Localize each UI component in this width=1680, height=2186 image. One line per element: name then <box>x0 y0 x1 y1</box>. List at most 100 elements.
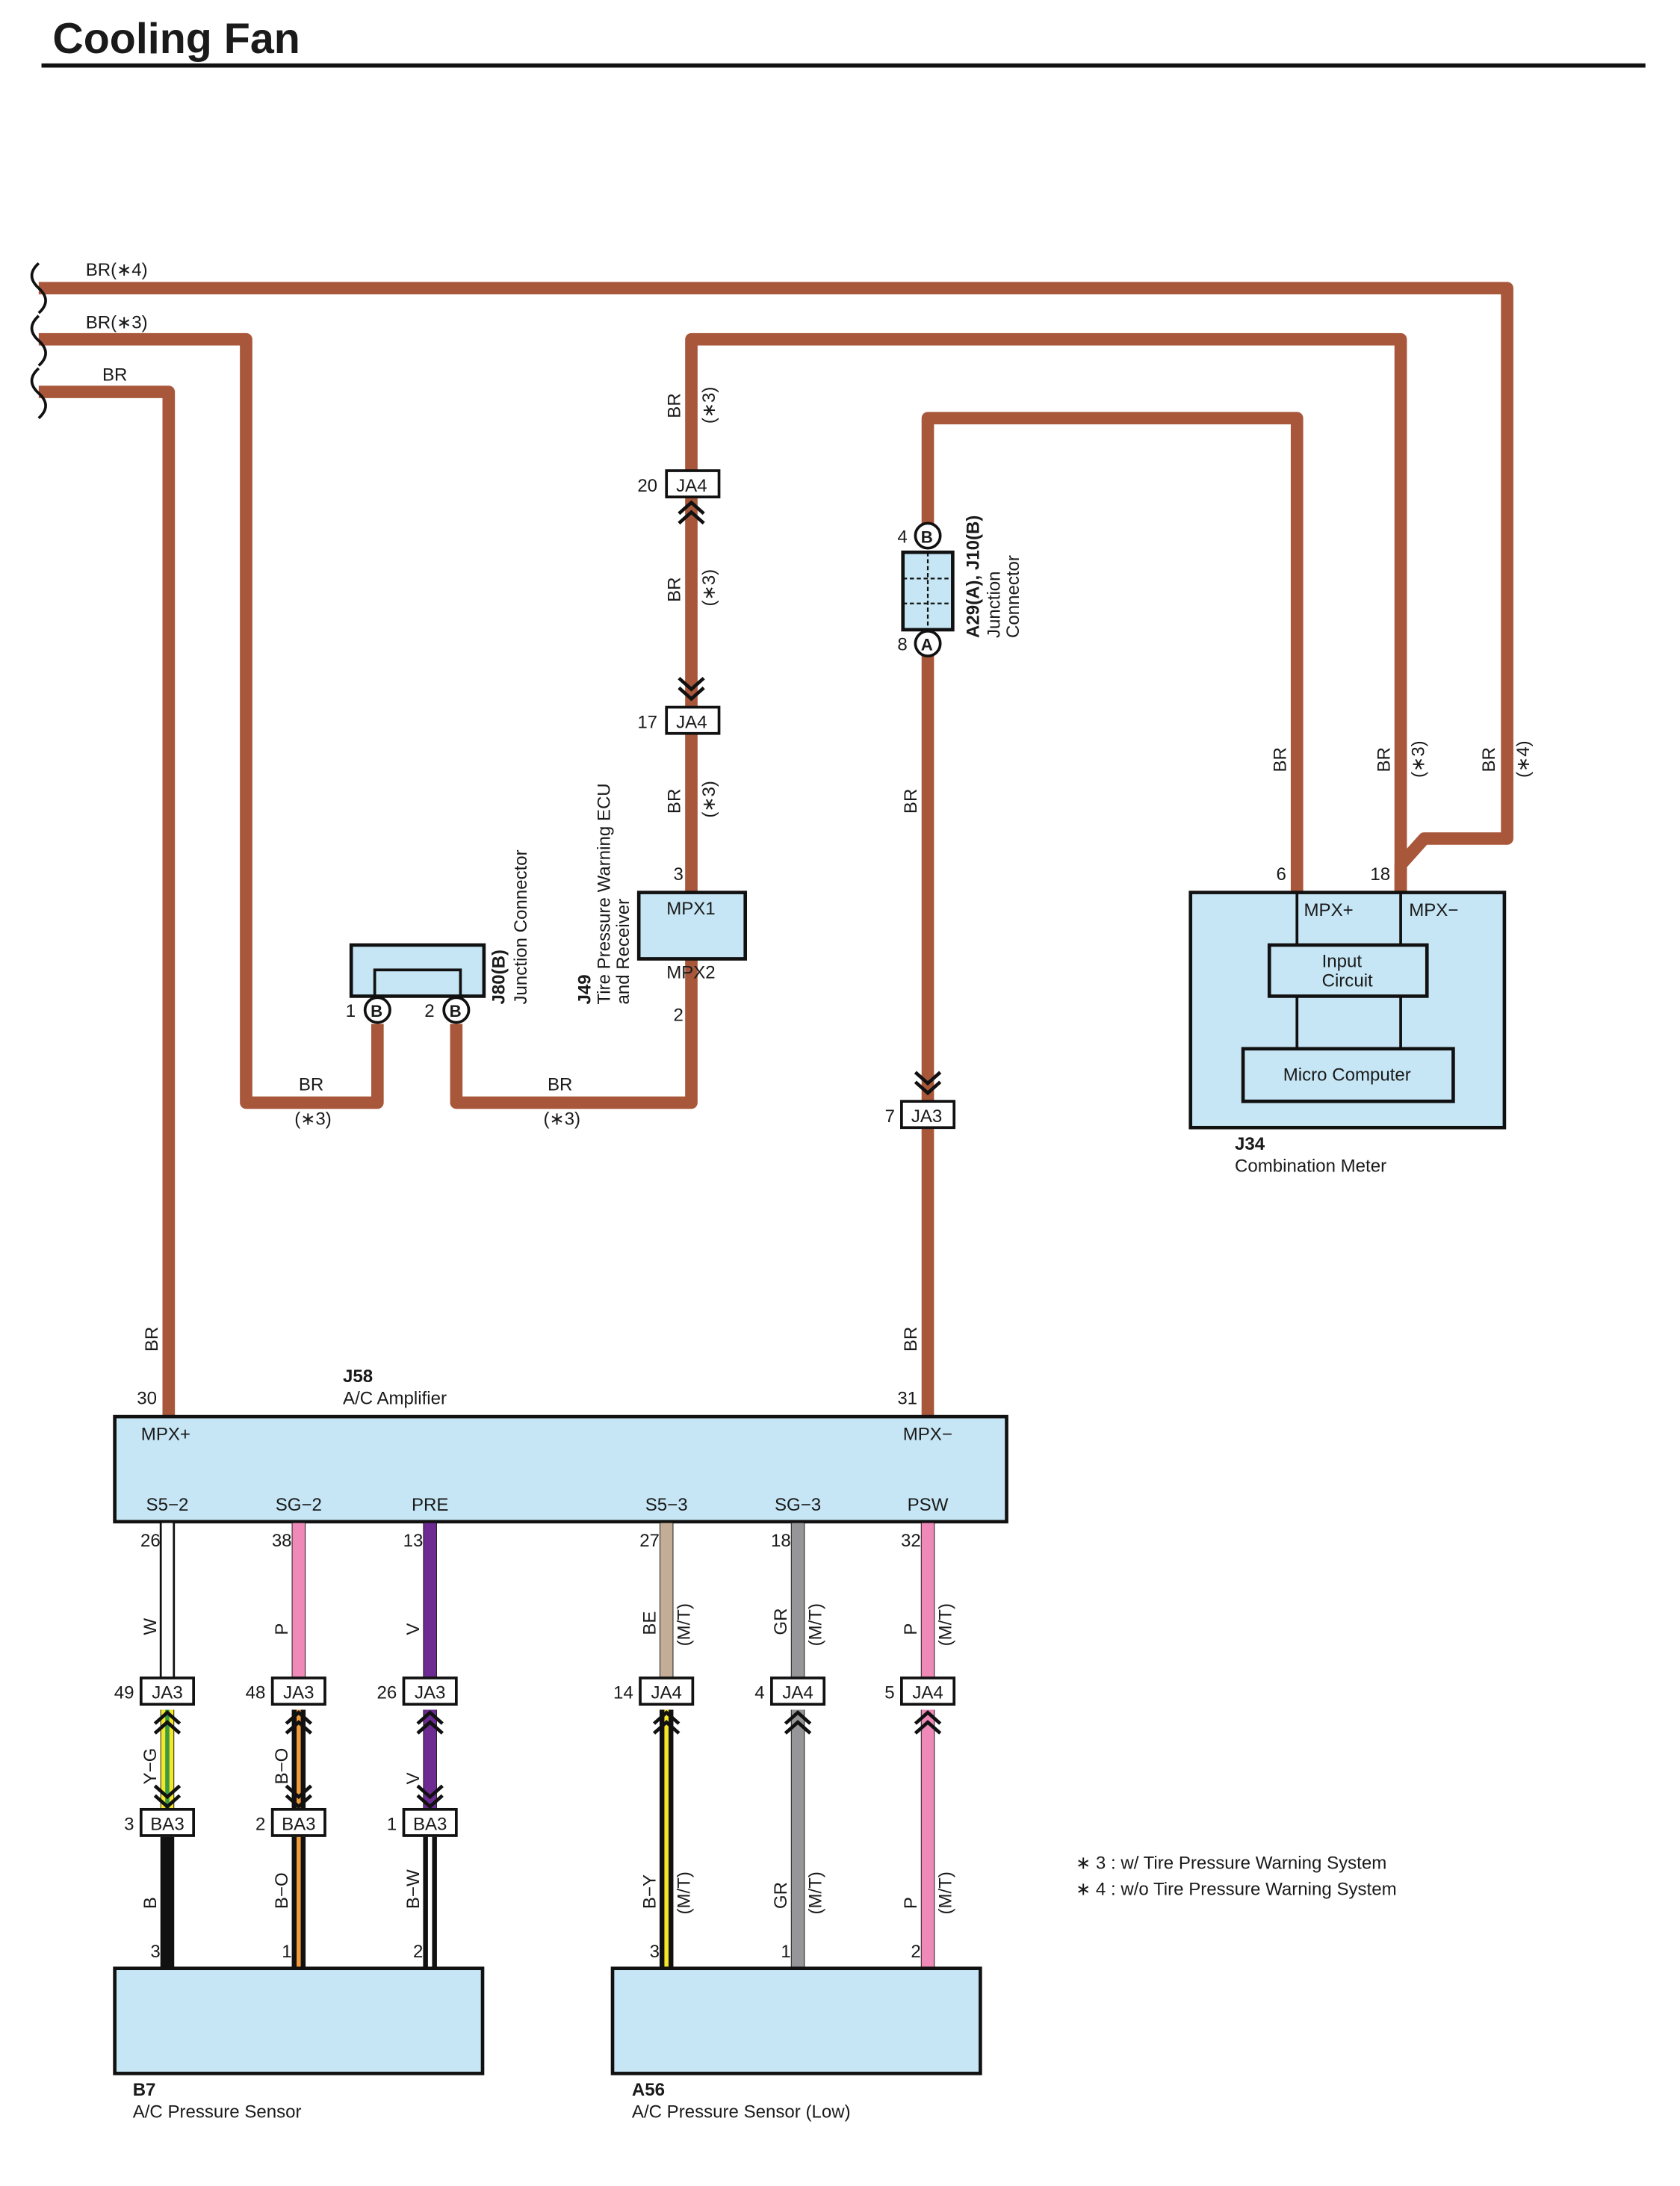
lower-connector-label: JA4 <box>651 1683 681 1703</box>
page-title: Cooling Fan <box>52 15 300 63</box>
wire-br-3 <box>38 332 384 1109</box>
ba3-connector-label: BA3 <box>150 1815 184 1835</box>
j58-term-pin: 13 <box>403 1531 424 1551</box>
a29-name-line2: Connector <box>1003 555 1023 638</box>
lower-connector-label: JA4 <box>912 1683 943 1703</box>
wire-lower-color: B <box>140 1897 161 1909</box>
ja3-mid-box <box>900 1100 956 1130</box>
wire-mid-color: B−O <box>272 1748 292 1785</box>
arrow-down <box>285 1784 313 1809</box>
j34-wire18-note: (∗3) <box>1409 740 1429 778</box>
j58-wire30: BR <box>142 1327 162 1351</box>
j58-term-pin: 18 <box>771 1531 791 1551</box>
j34-wire18: BR <box>1374 747 1394 772</box>
wire-upper-color: P <box>901 1623 921 1635</box>
ja4-upper-note-low: (∗3) <box>699 781 719 818</box>
wire-a56-color: P <box>901 1897 921 1909</box>
arrow-up <box>914 1710 942 1735</box>
wire-j49-j34 <box>685 332 1407 893</box>
wire-upper-color: BE <box>639 1611 660 1635</box>
ja4-upper-top-label: JA4 <box>676 476 707 496</box>
j58-term-label: SG−3 <box>775 1495 821 1515</box>
j58-name: A/C Amplifier <box>343 1388 447 1408</box>
br-wires <box>38 282 1513 1418</box>
j80-wire-right-note: (∗3) <box>543 1109 580 1130</box>
a29-pin-a: 8 <box>897 635 907 655</box>
wire-mid-color: Y−G <box>140 1748 161 1785</box>
wire-a56-note: (M/T) <box>806 1871 826 1914</box>
b7-term-pin: 1 <box>282 1942 291 1962</box>
wire-lower-color: B−W <box>403 1869 424 1909</box>
ja4-upper-note-mid: (∗3) <box>699 569 719 607</box>
j58-term-pin: 32 <box>901 1531 921 1551</box>
ja4-upper-wire-top: BR <box>665 393 685 418</box>
j34-input-circuit-box <box>1267 943 1429 998</box>
a56-term-pin: 1 <box>781 1942 790 1962</box>
wire-br <box>38 386 176 1418</box>
b7-box <box>113 1966 485 2075</box>
wire-break-marks <box>30 262 47 420</box>
j58-mpx-plus: MPX+ <box>141 1425 190 1445</box>
j58-term-pin: 38 <box>272 1531 292 1551</box>
ba3-connector-pin: 2 <box>255 1815 265 1835</box>
arrow-up <box>285 1710 313 1735</box>
b7-term-pin: 3 <box>150 1942 160 1962</box>
arrow-down <box>153 1784 182 1809</box>
ba3-connector-box <box>402 1807 458 1837</box>
ja4-upper-bottom-arrow <box>678 676 705 702</box>
ja4-upper-bottom-box <box>665 705 721 735</box>
wire-a56-note: (M/T) <box>936 1871 956 1914</box>
lower-connector-label: JA3 <box>415 1683 445 1703</box>
j80-wire-right: BR <box>548 1074 572 1094</box>
j80-pin1: 1 <box>346 1001 356 1021</box>
wire-br-4 <box>38 282 1513 893</box>
a56-name: A/C Pressure Sensor (Low) <box>632 2102 851 2122</box>
j49-pin2: 2 <box>673 1006 683 1026</box>
j49-box <box>636 891 748 961</box>
j34-name: Combination Meter <box>1235 1157 1386 1177</box>
a29-code: A29(A), J10(B) <box>964 515 984 638</box>
j49-name-line2: and Receiver <box>613 899 633 1005</box>
arrow-up <box>416 1710 444 1735</box>
j80-pin1-letter: B <box>371 1002 382 1021</box>
lower-connector-box <box>402 1676 458 1706</box>
b7-term-pin: 2 <box>413 1942 423 1962</box>
a56-term-pin: 3 <box>650 1942 660 1962</box>
ja4-upper-note-top: (∗3) <box>699 387 719 424</box>
wire-a29-j34 <box>921 412 1304 893</box>
arrow-up <box>652 1710 681 1735</box>
a56-code: A56 <box>632 2080 665 2100</box>
j49-mpx2: MPX2 <box>666 962 715 982</box>
j58-pin31: 31 <box>897 1388 917 1408</box>
j34-code: J34 <box>1235 1134 1265 1154</box>
a29-junction: B A 4 8 A29(A), J10(B) Junction Connecto… <box>897 515 1023 814</box>
a56-term-pin: 2 <box>911 1942 920 1962</box>
wire-upper-note: (M/T) <box>675 1603 695 1646</box>
lower-connector-pin: 14 <box>613 1683 633 1703</box>
wire-upper-color: V <box>403 1623 424 1635</box>
wire-a56-note: (M/T) <box>675 1871 695 1914</box>
lower-connector-label: JA3 <box>283 1683 314 1703</box>
j49-ecu: MPX1 MPX2 3 2 J49 Tire Pressure Warning … <box>574 783 748 1026</box>
lower-connector-label: JA3 <box>152 1683 182 1703</box>
j34-input-line1: Input <box>1322 952 1363 972</box>
j58-term-pin: 27 <box>639 1531 660 1551</box>
ja4-upper-top-arrow <box>678 500 705 525</box>
j34-micro-computer-box <box>1241 1047 1455 1103</box>
j58-term-label: S5−3 <box>645 1495 688 1515</box>
b7-pressure-sensor: B7 A/C Pressure Sensor <box>113 1966 485 2122</box>
b7-name: A/C Pressure Sensor <box>133 2102 302 2122</box>
j34-input-line2: Circuit <box>1322 970 1373 991</box>
ja4-upper-top-box <box>665 469 721 499</box>
ba3-connector-box <box>139 1807 195 1837</box>
j58-term-label: PRE <box>412 1495 448 1515</box>
j34-micro: Micro Computer <box>1283 1065 1411 1085</box>
j58-ac-amplifier: BR BR 30 31 J58 A/C Amplifier MPX+ MPX− <box>113 1327 1008 1524</box>
ba3-connector-label: BA3 <box>413 1815 447 1835</box>
ja4-upper: BR (∗3) JA4 20 BR (∗3) JA4 17 BR (∗3) <box>637 387 721 818</box>
wire-upper-color: W <box>140 1618 161 1635</box>
ja3-mid-pin: 7 <box>885 1106 895 1127</box>
j58-term-label: PSW <box>908 1495 949 1515</box>
j34-wire-r-note: (∗4) <box>1513 740 1534 778</box>
j80-pin2-letter: B <box>450 1002 462 1021</box>
